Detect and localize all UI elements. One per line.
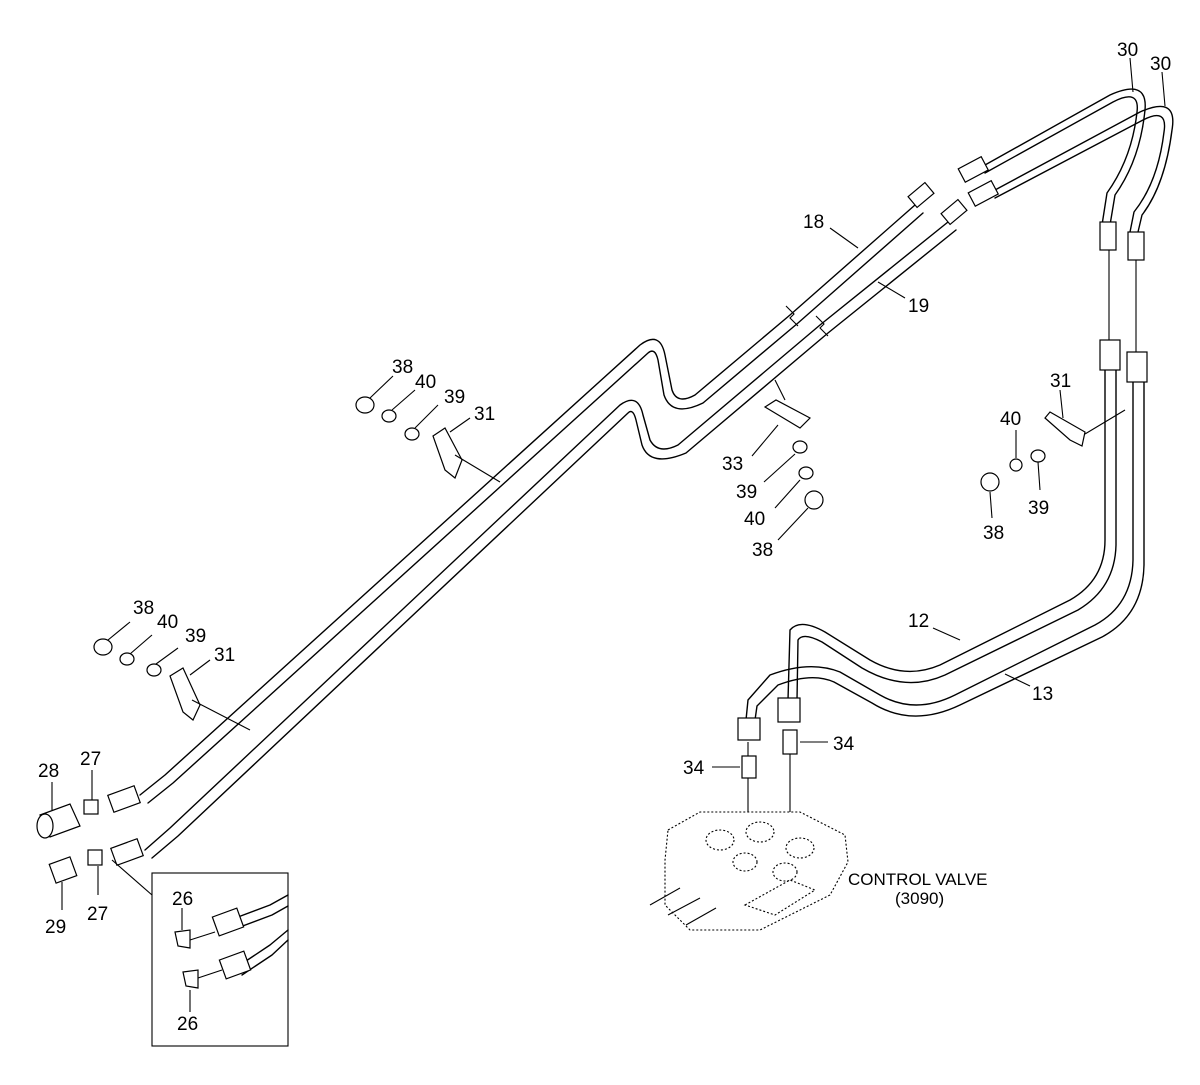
pipe-19 bbox=[144, 221, 957, 859]
control-valve-caption: CONTROL VALVE (3090) bbox=[848, 870, 988, 908]
callout-28: 28 bbox=[38, 761, 59, 782]
clamp-31-lower bbox=[93, 638, 251, 731]
callout-34-right: 34 bbox=[833, 734, 855, 755]
callout-39-lower: 39 bbox=[185, 626, 206, 647]
pipe-18-left-fitting bbox=[106, 784, 142, 814]
clamp-33 bbox=[763, 379, 824, 510]
clamp-31-upper bbox=[355, 396, 501, 483]
callout-38-upper: 38 bbox=[392, 357, 413, 378]
callout-31-lower: 31 bbox=[214, 645, 235, 666]
callout-leaders bbox=[51, 57, 1166, 1012]
callout-39-upper: 39 bbox=[444, 387, 465, 408]
control-valve-code: (3090) bbox=[895, 889, 944, 908]
callout-34-left: 34 bbox=[683, 758, 705, 779]
callout-31-upper: 31 bbox=[474, 404, 495, 425]
callout-31-right: 31 bbox=[1050, 371, 1071, 392]
fitting-28 bbox=[36, 803, 81, 839]
callout-38-right: 38 bbox=[983, 523, 1004, 544]
port-fitting-34-right bbox=[782, 729, 798, 755]
callout-12: 12 bbox=[908, 611, 929, 632]
callout-29: 29 bbox=[45, 917, 66, 938]
fitting-27-upper bbox=[83, 799, 99, 815]
fitting-27-lower bbox=[87, 849, 103, 866]
connection-leaders bbox=[747, 250, 1137, 860]
pipe-19-left-fitting bbox=[109, 837, 145, 867]
callout-40-upper: 40 bbox=[415, 372, 436, 393]
callout-40-right: 40 bbox=[1000, 409, 1021, 430]
clamp-31-right bbox=[980, 409, 1126, 492]
callout-27-upper: 27 bbox=[80, 749, 101, 770]
pipe-19-top-fitting bbox=[940, 198, 968, 226]
pipe-break-marks bbox=[785, 305, 829, 337]
port-fitting-34-left bbox=[741, 755, 757, 779]
callout-19: 19 bbox=[908, 296, 929, 317]
callout-39-middle: 39 bbox=[736, 482, 757, 503]
callout-labels: 30 30 18 19 38 40 39 31 33 39 40 38 31 4… bbox=[38, 40, 1171, 1035]
callout-30-left: 30 bbox=[1117, 40, 1138, 61]
callout-40-middle: 40 bbox=[744, 509, 765, 530]
callout-38-middle: 38 bbox=[752, 540, 773, 561]
pipe-13 bbox=[745, 379, 1145, 721]
callout-30-right: 30 bbox=[1150, 54, 1171, 75]
callout-26-lower: 26 bbox=[177, 1014, 198, 1035]
control-valve-name: CONTROL VALVE bbox=[848, 870, 988, 889]
callout-38-lower: 38 bbox=[133, 598, 154, 619]
pipe-18-top-fitting bbox=[907, 181, 935, 209]
pipe-30-pair bbox=[984, 88, 1174, 233]
pipe-18 bbox=[139, 204, 924, 804]
callout-26-upper: 26 bbox=[172, 889, 193, 910]
detail-inset-26 bbox=[111, 859, 289, 1047]
callout-39-right: 39 bbox=[1028, 498, 1049, 519]
callout-18: 18 bbox=[803, 212, 824, 233]
control-valve-body bbox=[649, 811, 849, 931]
callout-40-lower: 40 bbox=[157, 612, 178, 633]
pipe-12-13-fittings bbox=[737, 339, 1148, 741]
callout-33: 33 bbox=[722, 454, 743, 475]
pipe-12 bbox=[787, 369, 1117, 701]
callout-27-lower: 27 bbox=[87, 904, 108, 925]
fitting-29 bbox=[48, 856, 78, 884]
callout-13: 13 bbox=[1032, 684, 1053, 705]
